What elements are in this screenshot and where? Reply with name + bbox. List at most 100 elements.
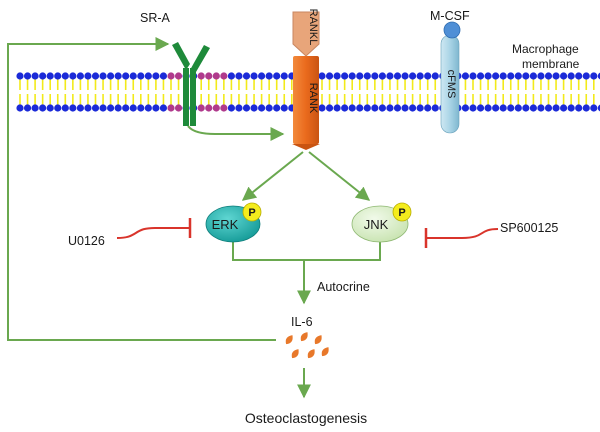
lipid-head [280, 72, 288, 80]
lipid-head [529, 72, 538, 80]
lipid-head [76, 72, 84, 80]
lipid-head [341, 72, 349, 80]
lipid-head [356, 104, 364, 112]
lipid-head [484, 72, 492, 80]
lipid-head [227, 72, 235, 80]
membrane-label-line1: Macrophage [512, 42, 579, 56]
il6-label: IL-6 [291, 315, 313, 329]
lipid-head [99, 72, 107, 80]
lipid-head [39, 72, 47, 80]
lipid-head [348, 104, 356, 112]
lipid-head [76, 104, 84, 112]
lipid-head [476, 104, 485, 112]
lipid-head [560, 104, 568, 112]
lipid-head [431, 104, 439, 112]
lipid-head [552, 104, 560, 112]
lipid-head [235, 72, 243, 80]
lipid-head [552, 72, 560, 80]
m-csf-ligand [443, 21, 461, 39]
lipid-head [167, 104, 175, 112]
lipid-head [567, 104, 575, 112]
lipid-head [537, 72, 545, 80]
lipid-head [129, 104, 137, 112]
lipid-head [348, 72, 356, 80]
lipid-head [514, 72, 522, 80]
lipid-head [597, 72, 600, 80]
sp600125-inhibitor [424, 228, 499, 248]
lipid-head [461, 72, 470, 80]
lipid-head [220, 72, 228, 80]
lipid-head [265, 104, 273, 112]
lipid-head [514, 104, 522, 112]
lipid-head [54, 104, 62, 112]
lipid-head [144, 104, 152, 112]
lipid-head [84, 72, 92, 80]
lipid-head [378, 104, 386, 112]
lipid-head [69, 104, 77, 112]
lipid-head [393, 104, 402, 112]
lipid-head [560, 72, 568, 80]
cfms-label: cFMS [445, 70, 457, 99]
erk-node: ERK P [205, 202, 262, 243]
lipid-head [242, 72, 251, 80]
lipid-head [416, 72, 424, 80]
lipid-head [386, 104, 394, 112]
lipid-head [507, 72, 515, 80]
lipid-head [205, 104, 213, 112]
lipid-head [537, 104, 545, 112]
erk-phospho-label: P [248, 207, 255, 219]
lipid-head [401, 72, 409, 80]
lipid-head [212, 104, 220, 112]
lipid-head [114, 72, 122, 80]
lipid-head [159, 104, 168, 112]
lipid-head [341, 104, 349, 112]
lipid-head [582, 72, 590, 80]
lipid-head [492, 104, 500, 112]
lipid-head [122, 104, 130, 112]
lipid-head [318, 72, 326, 80]
rank-receptor [292, 56, 320, 150]
lipid-head [325, 72, 334, 80]
lipid-head [378, 72, 386, 80]
lipid-head [54, 72, 62, 80]
sr-a-to-rank-arrow [187, 125, 285, 141]
rankl-label: RANKL [307, 9, 319, 46]
lipid-head [431, 72, 439, 80]
lipid-head [424, 72, 432, 80]
lipid-head [144, 72, 152, 80]
lipid-head [469, 104, 477, 112]
lipid-head [333, 72, 341, 80]
lipid-head [197, 104, 205, 112]
lipid-head [363, 72, 371, 80]
lipid-head [16, 72, 24, 80]
lipid-head [167, 72, 175, 80]
lipid-head [31, 104, 39, 112]
u0126-inhibitor [116, 218, 192, 239]
lipid-head [575, 104, 583, 112]
lipid-head [122, 72, 130, 80]
lipid-head [23, 72, 32, 80]
lipid-head [461, 104, 470, 112]
lipid-head [416, 104, 424, 112]
lipid-head [590, 72, 598, 80]
sp600125-label: SP600125 [500, 221, 558, 235]
u0126-label: U0126 [68, 234, 105, 248]
erk-label: ERK [212, 217, 239, 232]
lipid-head [575, 72, 583, 80]
lipid-head [235, 104, 243, 112]
lipid-head [318, 104, 326, 112]
lipid-head [499, 104, 507, 112]
il6-particle [285, 335, 293, 345]
lipid-head [152, 104, 160, 112]
lipid-head [522, 72, 530, 80]
jnk-node: JNK P [351, 202, 412, 243]
lipid-head [356, 72, 364, 80]
il6-particle [300, 332, 308, 342]
lipid-head [582, 104, 590, 112]
lipid-head [258, 104, 266, 112]
lipid-head [393, 72, 402, 80]
lipid-head [401, 104, 409, 112]
sr-a-receptor [172, 42, 210, 126]
lipid-head [325, 104, 334, 112]
lipid-head [476, 72, 485, 80]
